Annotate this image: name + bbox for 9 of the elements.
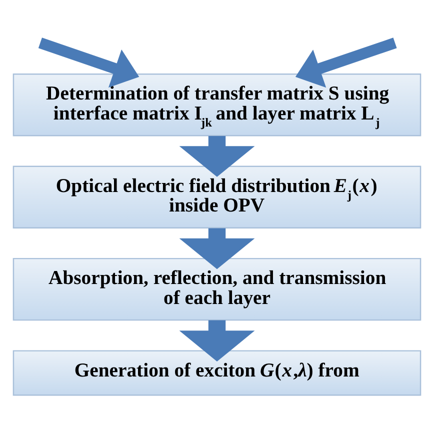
node-box: Optical electric field distribution E$_{j}$(x) inside OPV <box>12 166 422 228</box>
arrow <box>295 38 397 88</box>
arrow <box>179 320 255 362</box>
arrow <box>179 228 255 270</box>
node-box: Absorption, reflection, and transmission of each layer <box>12 258 422 321</box>
node-box: Generation of exciton G(x,λ) from <box>12 350 422 396</box>
node-box: Determination of transfer matrix S using interface matrix I$_{jk}$ and layer matrix L$_{j}$ <box>12 73 422 136</box>
arrow <box>179 136 255 177</box>
arrow <box>38 38 140 88</box>
